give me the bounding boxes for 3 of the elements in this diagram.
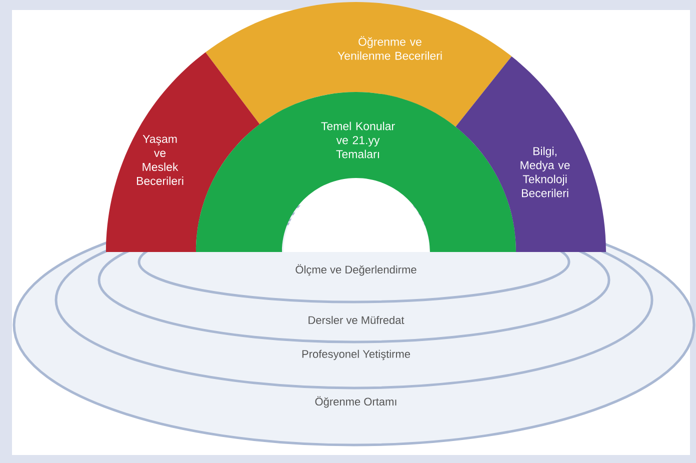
arch-segment: Bilgi, Medya ve Teknoloji Becerileri bbox=[456, 56, 606, 252]
arch-segment: Temel Konular ve 21.yy Temaları bbox=[196, 92, 516, 252]
arch-segment: Yaşam ve Meslek Becerileri bbox=[106, 52, 260, 252]
